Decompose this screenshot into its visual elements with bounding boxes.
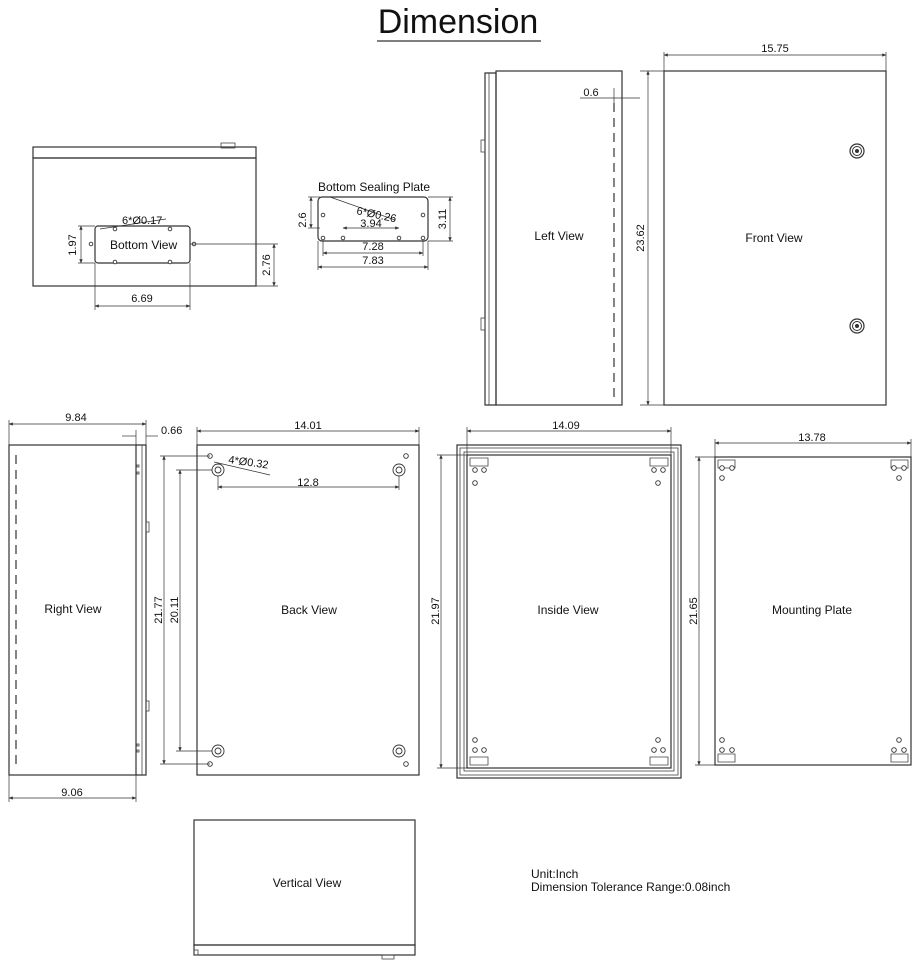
inside-view-frame (456, 444, 682, 779)
right-view: Right View 9.84 9.06 0.66 (8, 412, 182, 802)
right-view-label: Right View (44, 602, 101, 616)
mounting-plate-label: Mounting Plate (772, 603, 852, 617)
mounting-plate: Mounting Plate 13.78 21.65 (688, 432, 912, 766)
mount-hole-icon (211, 744, 225, 758)
front-view: Front View 15.75 23.62 (635, 43, 887, 406)
bottom-width-dim: 6.69 (131, 293, 152, 305)
inside-view-label: Inside View (537, 603, 598, 617)
right-offset-dim: 0.66 (161, 425, 182, 437)
bottom-depth-dim: 2.76 (261, 254, 273, 275)
right-top-dim: 9.84 (65, 412, 86, 424)
lock-icon (849, 143, 865, 159)
mount-height-dim: 21.65 (688, 597, 700, 625)
tolerance-note: Dimension Tolerance Range:0.08inch (531, 880, 730, 894)
vertical-view: Vertical View (193, 819, 416, 960)
sealing-plate-label: Bottom Sealing Plate (318, 180, 430, 194)
back-outer-height-dim: 21.77 (153, 596, 165, 624)
plate-inner-dim: 3.94 (360, 218, 381, 230)
lock-icon (849, 318, 865, 334)
mount-hole-icon (392, 744, 406, 758)
bottom-view-body (32, 157, 257, 287)
left-view-body (495, 70, 623, 406)
sealing-plate: Bottom Sealing Plate 6*Ø0.26 2.6 3.11 3.… (297, 180, 453, 270)
bottom-view: Bottom View 6*Ø0.17 1.97 6.69 2.76 (32, 142, 278, 310)
back-view-body (196, 444, 420, 776)
bottom-view-cutout (94, 225, 191, 264)
mount-hole-icon (392, 463, 406, 477)
mount-width-dim: 13.78 (798, 432, 826, 444)
front-height-dim: 23.62 (635, 224, 647, 252)
front-view-body (663, 70, 887, 406)
page-title: Dimension (378, 3, 539, 41)
unit-note: Unit:Inch (531, 867, 578, 881)
vertical-view-label: Vertical View (273, 876, 342, 890)
left-view-label: Left View (534, 229, 583, 243)
bottom-view-label: Bottom View (110, 238, 177, 252)
mounting-plate-body (714, 456, 912, 766)
plate-right-height-dim: 3.11 (437, 209, 449, 230)
drawing-title: Dimension (377, 3, 541, 42)
inside-width-dim: 14.09 (552, 420, 580, 432)
front-width-dim: 15.75 (761, 43, 789, 55)
bottom-height-dim: 1.97 (67, 234, 79, 255)
inside-mounting-plate (466, 454, 672, 769)
back-holes-dim: 4*Ø0.32 (228, 454, 270, 472)
vertical-view-lip (193, 944, 416, 956)
back-view-label: Back View (281, 603, 337, 617)
right-view-body (8, 444, 137, 776)
bottom-view-lip (32, 146, 257, 159)
bottom-holes-dim: 6*Ø0.17 (122, 215, 162, 227)
inside-view: Inside View 14.09 21.97 (430, 420, 682, 779)
notes: Unit:Inch Dimension Tolerance Range:0.08… (531, 867, 730, 894)
mount-hole-icon (211, 463, 225, 477)
back-view: Back View 14.01 4*Ø0.32 12.8 21.77 20.11 (153, 420, 420, 776)
back-inner-width-dim: 12.8 (297, 477, 318, 489)
right-bottom-dim: 9.06 (61, 787, 82, 799)
sealing-plate-body (317, 196, 429, 242)
front-view-label: Front View (745, 231, 802, 245)
back-width-dim: 14.01 (294, 420, 322, 432)
back-inner-height-dim: 20.11 (169, 597, 181, 624)
plate-mid-dim: 7.28 (362, 241, 383, 253)
plate-outer-dim: 7.83 (362, 255, 383, 267)
inside-height-dim: 21.97 (430, 597, 442, 625)
left-offset-dim: 0.6 (583, 87, 598, 99)
left-view: Left View 0.6 (480, 70, 640, 406)
plate-left-height-dim: 2.6 (297, 212, 309, 227)
